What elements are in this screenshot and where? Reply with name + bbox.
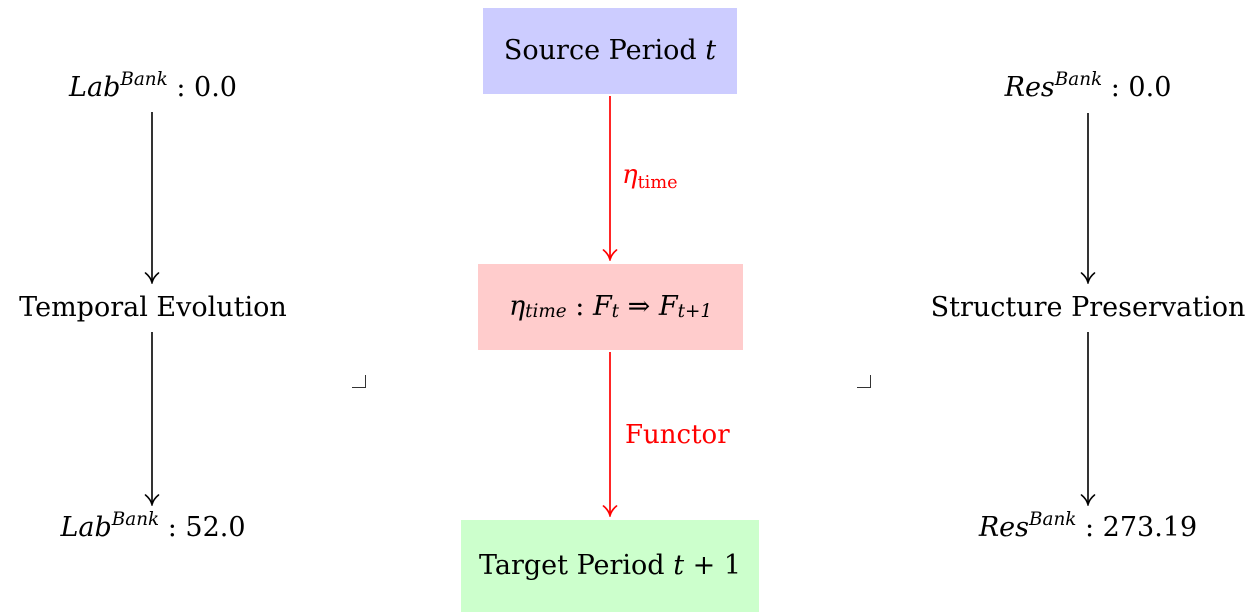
- source-period-label: Source Period: [503, 34, 706, 66]
- lab-superscript: Bank: [120, 68, 168, 90]
- functor-f-t1-subscript: t+1: [677, 301, 713, 323]
- res-superscript: Bank: [1054, 68, 1103, 90]
- functor-arrow-label: Functor: [625, 420, 730, 450]
- structure-preservation-arrow-in: [1080, 113, 1096, 284]
- lab-superscript-final: Bank: [111, 508, 160, 530]
- double-arrow-symbol: ⇒: [619, 290, 659, 322]
- res-bank-final-value: ResBank : 273.19: [908, 508, 1260, 544]
- lab-initial-number: : 0.0: [167, 72, 237, 103]
- eta-label-symbol: η: [622, 160, 638, 190]
- pullback-corner-icon: [352, 375, 366, 388]
- target-period-var: t: [673, 549, 685, 581]
- temporal-evolution-label: Temporal Evolution: [19, 292, 287, 323]
- lab-base-final: Lab: [60, 512, 112, 543]
- functor-f-t-subscript: t: [611, 301, 620, 323]
- res-base: Res: [1004, 72, 1055, 103]
- eta-label-subscript: time: [637, 172, 678, 193]
- lab-final-number: : 52.0: [159, 512, 246, 543]
- target-period-box: Target Period t + 1: [461, 520, 759, 612]
- res-superscript-final: Bank: [1029, 508, 1077, 530]
- eta-subscript: time: [525, 301, 567, 323]
- functor-arrow: [602, 352, 618, 517]
- functor-f-t1: F: [658, 290, 678, 322]
- eta-time-arrow: [602, 96, 618, 261]
- res-bank-initial-value: ResBank : 0.0: [908, 68, 1260, 104]
- res-final-number: : 273.19: [1076, 512, 1198, 543]
- structure-preservation-label: Structure Preservation: [930, 292, 1246, 323]
- lab-base: Lab: [69, 72, 121, 103]
- eta-symbol: η: [508, 290, 526, 322]
- functor-f-t: F: [592, 290, 612, 322]
- temporal-evolution-arrow-in: [144, 112, 160, 284]
- pullback-corner-icon: [857, 375, 871, 388]
- res-initial-number: : 0.0: [1102, 72, 1172, 103]
- target-period-label: Target Period: [478, 549, 674, 581]
- temporal-evolution-arrow-out: [144, 332, 160, 506]
- target-period-suffix: + 1: [684, 549, 742, 581]
- res-base-final: Res: [978, 512, 1030, 543]
- structure-preservation-arrow-out: [1080, 332, 1096, 506]
- lab-bank-initial-value: LabBank : 0.0: [0, 68, 333, 104]
- source-period-box: Source Period t: [483, 8, 737, 94]
- eta-time-arrow-label: ηtime: [622, 160, 678, 193]
- colon-separator: :: [566, 290, 593, 322]
- source-period-var: t: [705, 34, 717, 66]
- lab-bank-final-value: LabBank : 52.0: [0, 508, 333, 544]
